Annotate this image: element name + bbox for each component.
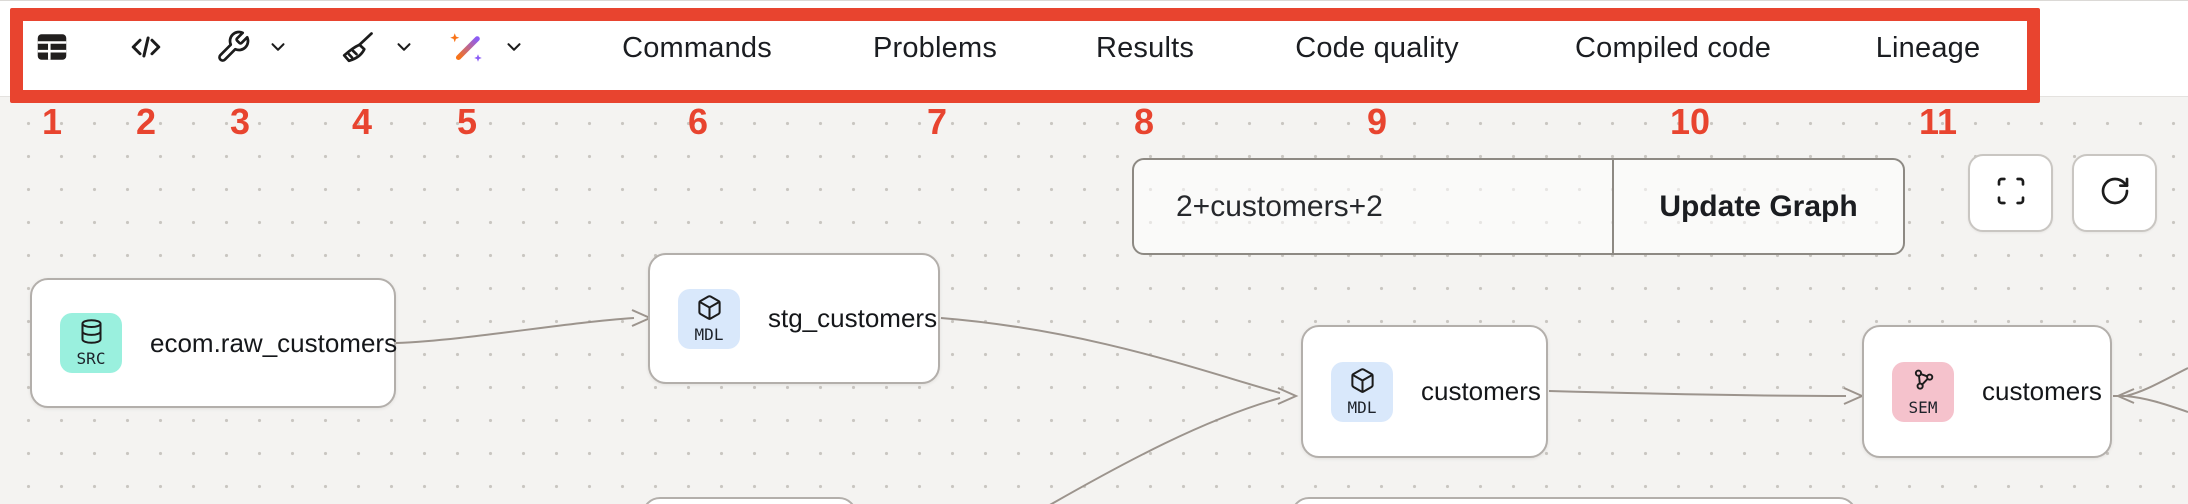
node-ecom-raw-customers[interactable]: SRC ecom.raw_customers bbox=[30, 278, 398, 408]
node-label: stg_customers bbox=[768, 303, 938, 333]
code-button[interactable] bbox=[126, 29, 166, 69]
node-partial-right[interactable] bbox=[1291, 497, 1857, 504]
ai-assist-dropdown[interactable] bbox=[502, 37, 526, 61]
semantic-badge: SEM bbox=[1892, 361, 1954, 422]
code-icon bbox=[128, 29, 164, 70]
graph-filter-input[interactable] bbox=[1134, 160, 1612, 253]
fullscreen-button[interactable] bbox=[1968, 154, 2053, 232]
badge-type-label: SRC bbox=[76, 349, 106, 369]
toolbar: Commands Problems Results Code quality C… bbox=[0, 0, 2188, 97]
clean-dropdown[interactable] bbox=[392, 37, 416, 61]
database-icon bbox=[78, 318, 105, 350]
update-graph-button[interactable]: Update Graph bbox=[1614, 160, 1903, 253]
network-icon bbox=[1910, 367, 1937, 399]
refresh-button[interactable] bbox=[2072, 154, 2157, 232]
model-badge: MDL bbox=[678, 288, 740, 349]
badge-type-label: MDL bbox=[694, 324, 724, 344]
fullscreen-icon bbox=[1995, 175, 2027, 212]
divider bbox=[1612, 160, 1614, 253]
tab-code-quality[interactable]: Code quality bbox=[1295, 32, 1459, 64]
ai-assist-button[interactable] bbox=[446, 29, 486, 69]
node-label: customers bbox=[1982, 376, 2102, 406]
chevron-down-icon bbox=[393, 36, 415, 63]
model-badge: MDL bbox=[1331, 361, 1393, 422]
tab-commands[interactable]: Commands bbox=[622, 32, 772, 64]
table-view-button[interactable] bbox=[32, 29, 72, 69]
refresh-icon bbox=[2099, 175, 2131, 212]
node-stg-customers[interactable]: MDL stg_customers bbox=[648, 253, 940, 384]
magic-pencil-icon bbox=[448, 29, 484, 70]
wrench-icon bbox=[215, 29, 251, 70]
broom-icon bbox=[340, 29, 376, 70]
tools-button[interactable] bbox=[213, 29, 253, 69]
cube-icon bbox=[696, 294, 723, 326]
node-label: customers bbox=[1421, 376, 1541, 406]
node-customers-semantic[interactable]: SEM customers bbox=[1862, 325, 2112, 458]
source-badge: SRC bbox=[60, 313, 122, 373]
node-customers-model[interactable]: MDL customers bbox=[1301, 325, 1548, 458]
badge-type-label: SEM bbox=[1908, 397, 1938, 417]
tab-results[interactable]: Results bbox=[1095, 32, 1195, 64]
tab-problems[interactable]: Problems bbox=[872, 32, 998, 64]
clean-button[interactable] bbox=[338, 29, 378, 69]
chevron-down-icon bbox=[503, 36, 525, 63]
node-partial-left[interactable] bbox=[642, 497, 857, 504]
node-label: ecom.raw_customers bbox=[150, 327, 398, 358]
tab-compiled-code[interactable]: Compiled code bbox=[1574, 32, 1772, 64]
graph-filter-group: Update Graph bbox=[1132, 158, 1905, 255]
tools-dropdown[interactable] bbox=[266, 37, 290, 61]
tab-lineage[interactable]: Lineage bbox=[1875, 32, 1981, 64]
cube-icon bbox=[1349, 367, 1376, 399]
chevron-down-icon bbox=[267, 36, 289, 63]
table-icon bbox=[34, 29, 70, 70]
badge-type-label: MDL bbox=[1347, 397, 1377, 417]
